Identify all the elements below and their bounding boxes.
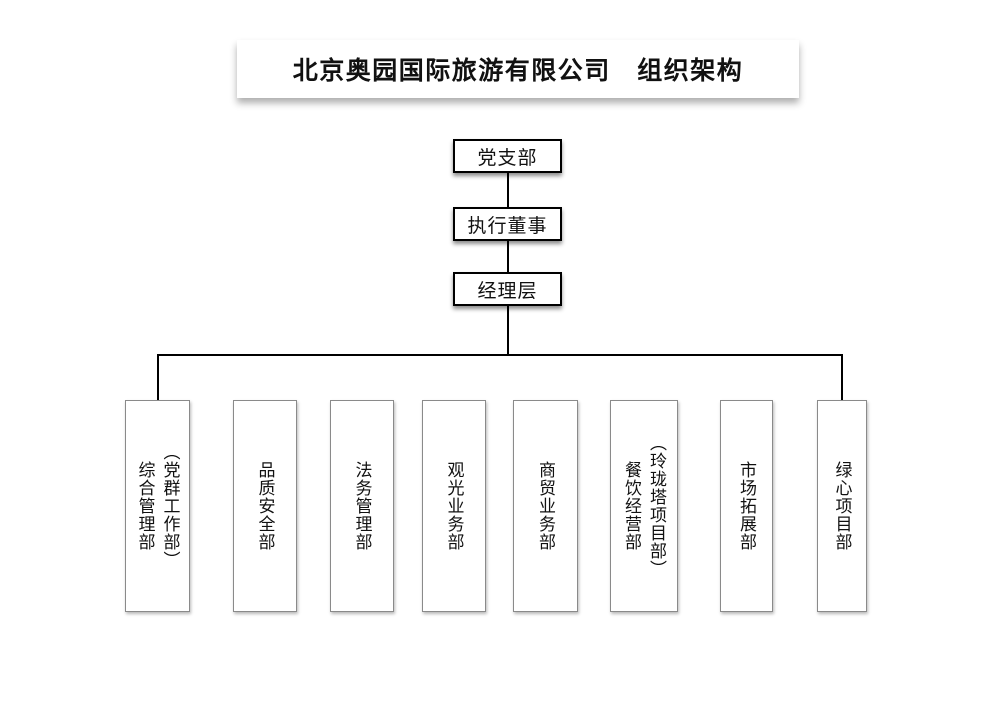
connector-branch-right-drop	[841, 354, 843, 401]
connector-director-to-management	[507, 241, 509, 273]
chart-title: 北京奥园国际旅游有限公司 组织架构	[292, 58, 744, 85]
dept-legal-management-label: 法务管理部	[352, 461, 372, 551]
dept-general-management: （党群工作部） 综合管理部	[125, 400, 190, 612]
dept-legal-management: 法务管理部	[330, 400, 394, 612]
dept-green-heart-project-label: 绿心项目部	[832, 461, 852, 551]
node-party-branch: 党支部	[453, 139, 562, 173]
dept-market-expansion: 市场拓展部	[720, 400, 773, 612]
connector-branch-horizontal-bar	[157, 354, 842, 356]
dept-sightseeing-business: 观光业务部	[422, 400, 486, 612]
node-executive-director: 执行董事	[453, 207, 562, 241]
connector-party-to-director	[507, 173, 509, 208]
connector-branch-left-drop	[157, 354, 159, 401]
dept-commerce-business: 商贸业务部	[513, 400, 578, 612]
dept-commerce-business-label: 商贸业务部	[536, 461, 555, 551]
dept-sightseeing-business-label: 观光业务部	[444, 461, 464, 551]
dept-quality-safety: 品质安全部	[233, 400, 297, 612]
node-management-layer-label: 经理层	[477, 280, 538, 302]
dept-market-expansion-label: 市场拓展部	[737, 461, 756, 551]
chart-title-box: 北京奥园国际旅游有限公司 组织架构	[237, 40, 799, 98]
connector-management-to-branch-bar	[507, 305, 509, 355]
node-executive-director-label: 执行董事	[467, 215, 548, 237]
node-party-branch-label: 党支部	[477, 147, 538, 169]
dept-catering-operations: （玲珑塔项目部） 餐饮经营部	[610, 400, 678, 612]
dept-general-management-label: （党群工作部） 综合管理部	[135, 443, 180, 569]
node-management-layer: 经理层	[453, 272, 562, 306]
dept-green-heart-project: 绿心项目部	[817, 400, 867, 612]
dept-quality-safety-label: 品质安全部	[255, 461, 275, 551]
dept-catering-operations-label: （玲珑塔项目部） 餐饮经营部	[622, 434, 666, 578]
